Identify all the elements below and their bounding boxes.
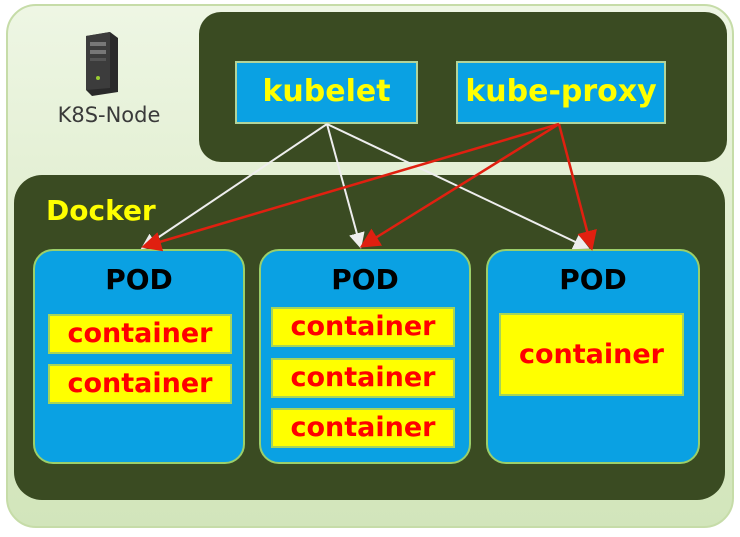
pod-title: POD — [105, 263, 173, 296]
pod-title: POD — [331, 263, 399, 296]
server-tower-icon — [86, 32, 118, 96]
container-box: container — [271, 408, 455, 448]
pod-title: POD — [559, 263, 627, 296]
docker-label: Docker — [46, 194, 156, 227]
container-box: container — [271, 358, 455, 398]
container-box: container — [499, 313, 684, 396]
kubelet-box: kubelet — [235, 61, 418, 124]
container-box: container — [48, 364, 232, 404]
container-box: container — [48, 314, 232, 354]
kube-proxy-box: kube-proxy — [456, 61, 666, 124]
container-box: container — [271, 307, 455, 347]
node-label: K8S-Node — [57, 103, 161, 127]
pod-1: POD — [33, 249, 245, 464]
